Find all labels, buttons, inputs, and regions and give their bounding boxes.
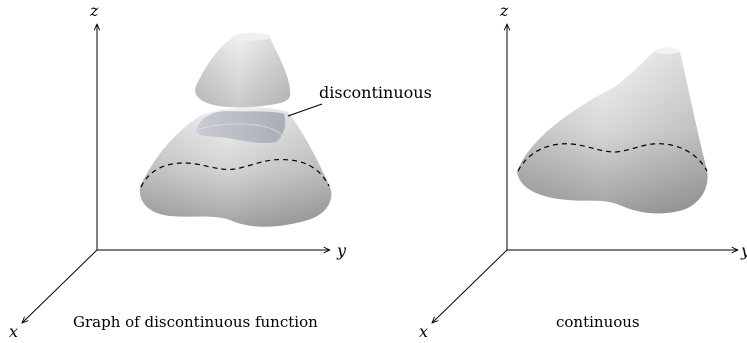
- right-caption: continuous: [556, 313, 640, 331]
- left-level-curve: [140, 158, 330, 188]
- left-caption: Graph of discontinuous function: [73, 313, 318, 331]
- right-level-curve: [517, 143, 708, 172]
- right-x-axis: [432, 249, 508, 323]
- left-x-axis: [22, 249, 98, 323]
- right-y-label: y: [740, 241, 747, 260]
- left-panel: z y x discontinuous Graph of discontinuo…: [9, 1, 432, 341]
- annotation-label: discontinuous: [319, 83, 432, 102]
- right-z-label: z: [499, 1, 509, 20]
- continuous-surface: [517, 47, 708, 214]
- left-z-label: z: [89, 1, 99, 20]
- annotation-pointer: [287, 103, 323, 117]
- right-x-label: x: [419, 322, 428, 341]
- lower-surface-piece: [139, 107, 332, 227]
- upper-surface-piece: [195, 32, 291, 108]
- left-y-label: y: [336, 241, 347, 260]
- right-panel: z y x continuous: [419, 1, 747, 341]
- left-x-label: x: [9, 322, 18, 341]
